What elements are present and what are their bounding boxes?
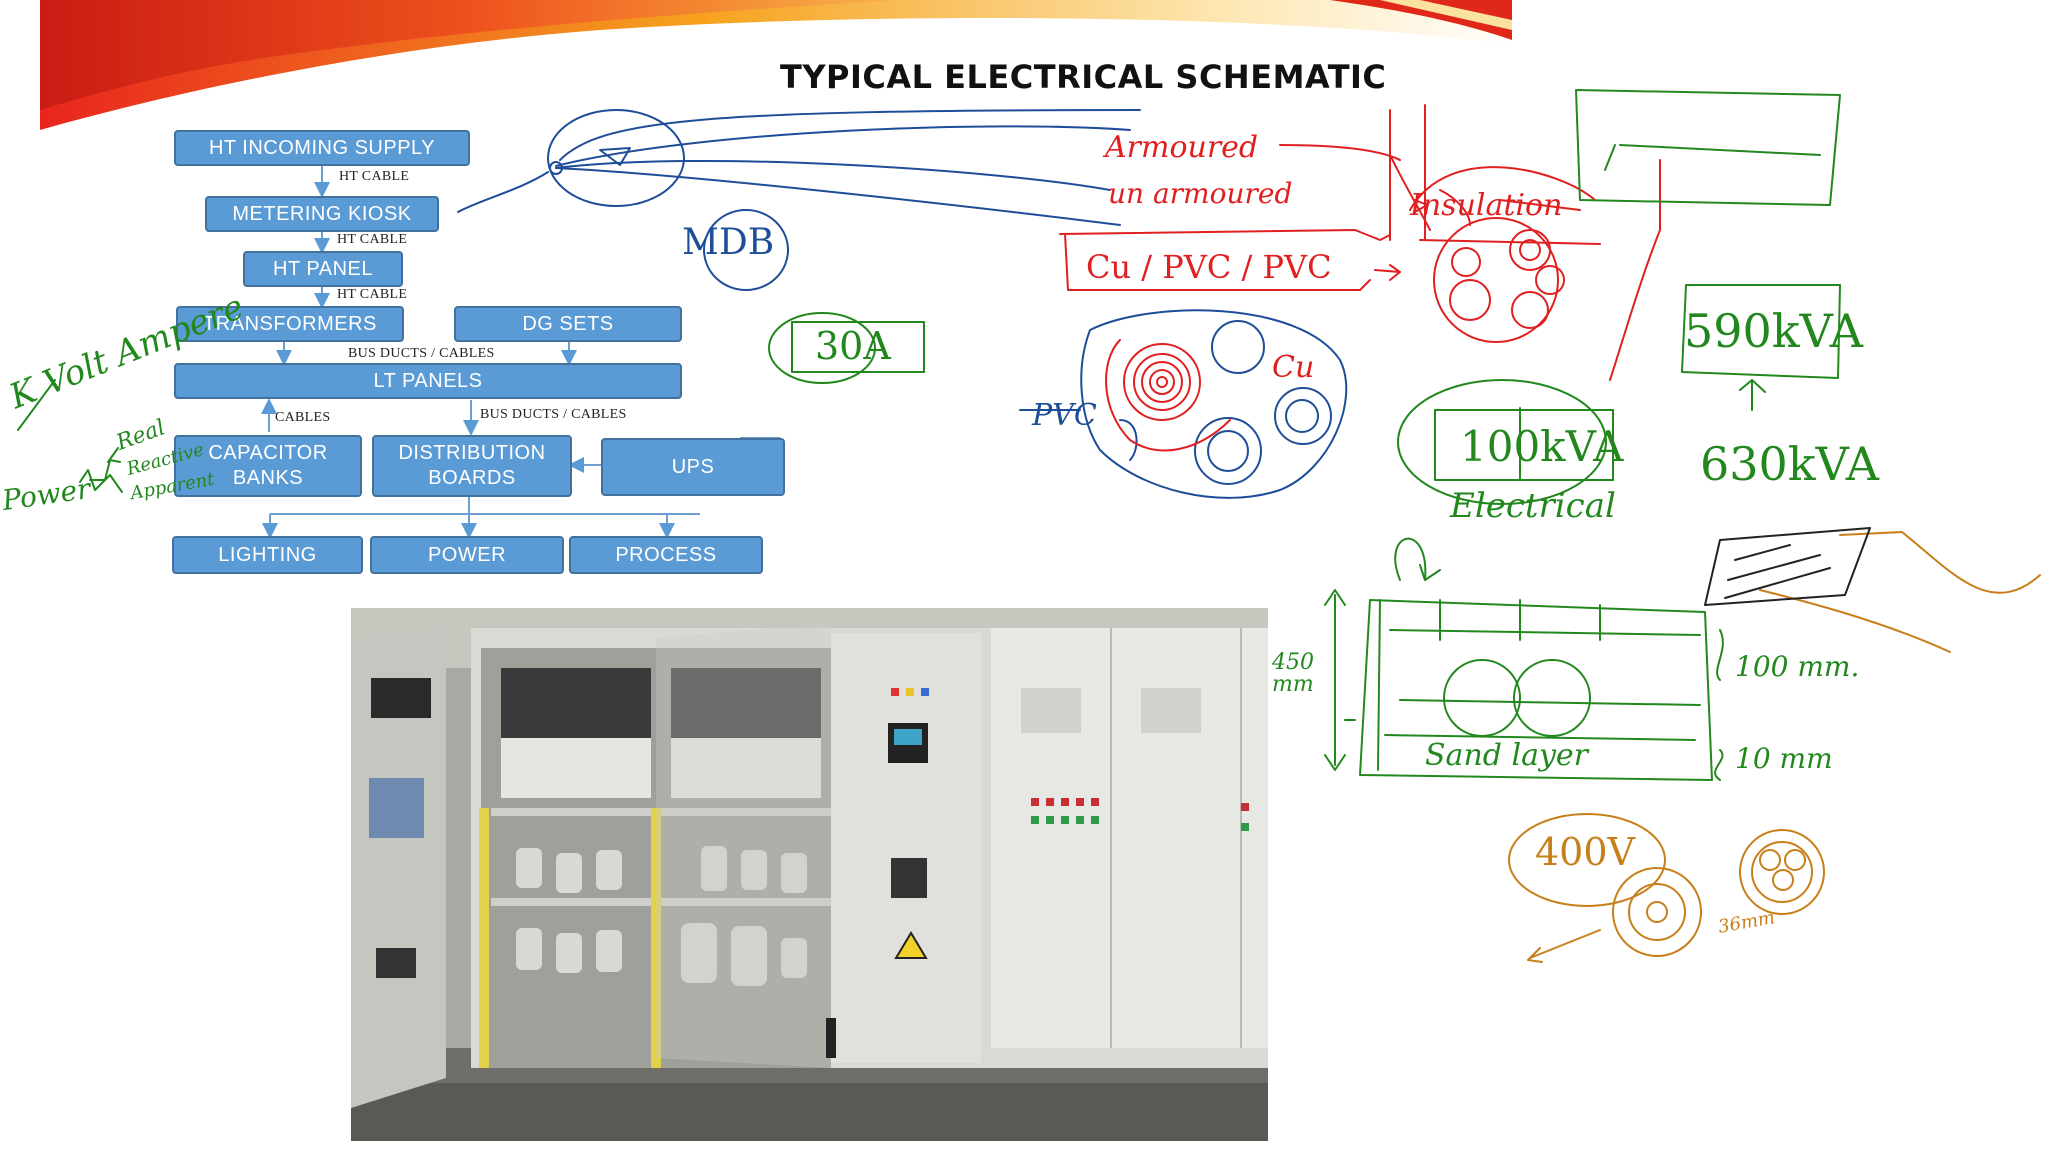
box-capacitor-banks: CAPACITOR BANKS (174, 435, 362, 497)
box-distribution-boards: DISTRIBUTION BOARDS (372, 435, 572, 497)
box-ht-incoming-supply: HT INCOMING SUPPLY (174, 130, 470, 166)
label-ht-cable-3: HT CABLE (337, 287, 408, 302)
box-power: POWER (370, 536, 564, 574)
slide-title: TYPICAL ELECTRICAL SCHEMATIC (780, 58, 1387, 96)
annotation-400v: 400V (1535, 830, 1635, 874)
panel-photo-illustration (351, 608, 1268, 1141)
box-metering-kiosk: METERING KIOSK (205, 196, 439, 232)
box-transformers: TRANSFORMERS (176, 306, 404, 342)
annotation-armoured: Armoured (1105, 130, 1259, 165)
annotation-590kva: 590kVA (1684, 304, 1863, 358)
annotation-450mm: 450 mm (1272, 650, 1314, 697)
label-bus-ducts-cables-2: BUS DUCTS / CABLES (480, 407, 627, 422)
label-ht-cable-2: HT CABLE (337, 232, 408, 247)
label-ht-cable-1: HT CABLE (339, 169, 410, 184)
annotation-100kva: 100kVA (1460, 422, 1624, 471)
annotation-electrical: Electrical (1450, 486, 1616, 526)
annotation-pvc: PVC (1032, 398, 1097, 433)
box-process: PROCESS (569, 536, 763, 574)
annotation-630kva: 630kVA (1700, 437, 1879, 491)
box-ht-panel: HT PANEL (243, 251, 403, 287)
annotation-10mm: 10 mm (1735, 742, 1833, 775)
annotation-cu-pvc-pvc: Cu / PVC / PVC (1086, 248, 1332, 286)
annotation-sand-layer: Sand layer (1425, 738, 1589, 773)
label-bus-ducts-cables-1: BUS DUCTS / CABLES (348, 346, 495, 361)
label-cables: CABLES (275, 410, 331, 425)
annotation-insulation: Insulation (1410, 188, 1563, 223)
annotation-cu: Cu (1272, 350, 1315, 385)
panel-photo (351, 608, 1268, 1141)
annotation-un-armoured: un armoured (1108, 177, 1293, 210)
annotation-100mm: 100 mm. (1735, 650, 1860, 683)
box-lt-panels: LT PANELS (174, 363, 682, 399)
box-lighting: LIGHTING (172, 536, 363, 574)
annotation-30a: 30A (815, 324, 891, 368)
annotation-mdb: MDB (682, 222, 775, 263)
box-ups: UPS (601, 438, 785, 496)
box-dg-sets: DG SETS (454, 306, 682, 342)
